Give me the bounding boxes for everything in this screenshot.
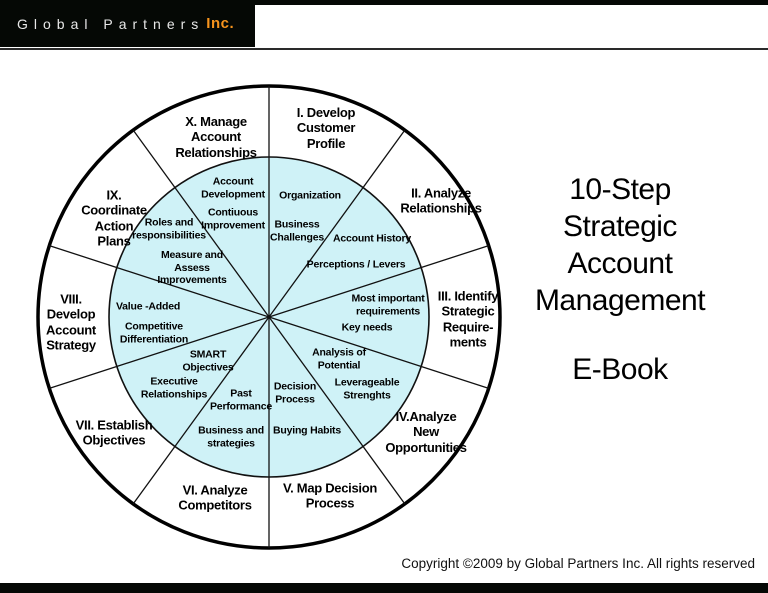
- copyright-text: Copyright ©2009 by Global Partners Inc. …: [401, 556, 755, 571]
- step-7-label: VII. Establish Objectives: [75, 417, 153, 448]
- step-4-label: IV.Analyze New Opportunities: [385, 409, 467, 455]
- inner-label-business-strategies: Business and strategies: [198, 424, 264, 449]
- step-1-label: I. Develop Customer Profile: [296, 105, 356, 151]
- inner-label-measure-assess: Measure and Assess Improvements: [157, 249, 227, 287]
- sector-divider-line: [132, 316, 270, 505]
- ebook-title: 10-Step Strategic Account Management: [534, 173, 706, 317]
- inner-label-organization: Organization: [279, 189, 341, 202]
- inner-label-executive-relationships: Executive Relationships: [140, 375, 208, 400]
- ebook-subtitle: E-Book: [572, 352, 668, 386]
- inner-label-perceptions-levers: Perceptions / Levers: [306, 258, 406, 271]
- header-divider-line: [0, 48, 768, 50]
- global-partners-logo: Global Partners Inc.: [0, 0, 255, 47]
- sector-divider-line: [132, 129, 270, 318]
- sector-divider-lines: [49, 86, 489, 548]
- step-8-label: VIII. Develop Account Strategy: [46, 291, 96, 353]
- inner-label-competitive-diff: Competitive Differentiation: [119, 320, 189, 345]
- inner-label-contiuous-improvement: Contiuous Improvement: [201, 206, 265, 231]
- step-9-label: IX. Coordinate Action Plans: [81, 187, 147, 249]
- sector-divider-line: [268, 316, 406, 505]
- inner-label-roles-responsibilities: Roles and responsibilities: [132, 216, 206, 241]
- inner-label-buying-habits: Buying Habits: [273, 424, 341, 437]
- step-2-label: II. Analyze Relationships: [400, 185, 482, 216]
- inner-label-past-performance: Past Performance: [210, 387, 272, 412]
- inner-label-account-history: Account History: [332, 232, 412, 245]
- title-block: 10-Step Strategic Account Management E-B…: [505, 172, 735, 387]
- step-6-label: VI. Analyze Competitors: [178, 482, 252, 513]
- sector-divider-line: [49, 244, 270, 318]
- top-black-strip: [0, 0, 768, 5]
- step-10-label: X. Manage Account Relationships: [175, 114, 257, 160]
- inner-label-leverageable-strenghts: Leverageable Strenghts: [334, 376, 400, 401]
- inner-label-key-needs: Key needs: [341, 321, 393, 334]
- sector-divider-line: [268, 316, 489, 390]
- inner-label-account-development: Account Development: [201, 175, 265, 200]
- inner-label-decision-process: Decision Process: [273, 380, 317, 405]
- sector-divider-line: [49, 316, 270, 390]
- inner-label-analysis-of-potential: Analysis of Potential: [312, 346, 366, 371]
- sector-divider-line: [268, 129, 406, 318]
- logo-text: Global Partners: [17, 15, 205, 32]
- step-3-label: III. Identify Strategic Require- ments: [437, 288, 499, 350]
- inner-label-business-challenges: Business Challenges: [269, 218, 325, 243]
- inner-label-most-important-reqs: Most important requirements: [351, 292, 425, 317]
- sector-divider-line: [268, 244, 489, 318]
- inner-label-value-added: Value -Added: [115, 300, 181, 313]
- inner-label-smart-objectives: SMART Objectives: [182, 348, 234, 373]
- logo-suffix: Inc.: [206, 15, 235, 32]
- step-5-label: V. Map Decision Process: [283, 480, 377, 511]
- bottom-black-bar: [0, 583, 768, 593]
